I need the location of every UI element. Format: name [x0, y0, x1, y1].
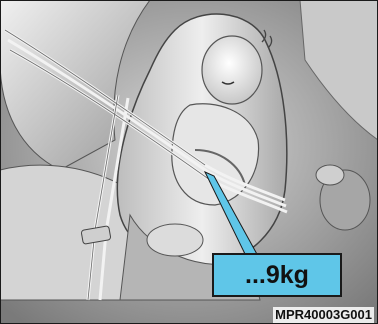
figure-code: MPR40003G001: [273, 307, 374, 323]
weight-callout: ...9kg: [212, 253, 342, 297]
weight-callout-label: ...9kg: [245, 261, 309, 290]
seat-anchor-part-2: [316, 165, 344, 185]
seat-buckle-area: [147, 224, 203, 256]
baby-head: [202, 36, 262, 104]
